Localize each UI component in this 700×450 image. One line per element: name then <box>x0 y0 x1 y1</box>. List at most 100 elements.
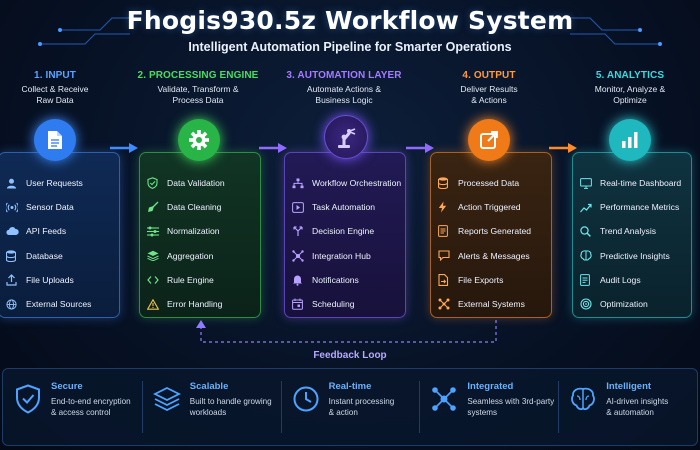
list-item: Processed Data <box>431 171 551 195</box>
warning-icon <box>147 298 167 310</box>
network-icon <box>438 298 458 310</box>
stage-output-header: 4. OUTPUT Deliver Results & Actions <box>419 70 559 105</box>
bar-chart-icon <box>609 119 651 161</box>
list-item: API Feeds <box>0 219 119 243</box>
stage-desc-line1: Collect & Receive <box>21 84 89 94</box>
stage-title: 5. ANALYTICS <box>595 70 665 81</box>
stage-desc-line1: Validate, Transform & <box>157 84 239 94</box>
file-export-icon <box>438 273 458 286</box>
export-icon <box>468 119 510 161</box>
stage-processing-card: Data Validation Data Cleaning Normalizat… <box>139 152 261 318</box>
stage-analytics-header: 5. ANALYTICS Monitor, Analyze & Optimize <box>560 70 700 105</box>
list-item: Task Automation <box>285 195 405 219</box>
monitor-icon <box>580 177 600 189</box>
stage-desc-line2: Business Logic <box>315 94 373 105</box>
database-icon <box>6 250 26 262</box>
list-item: Rule Engine <box>140 268 260 292</box>
stage-input-header: 1. INPUT Collect & Receive Raw Data <box>0 70 125 105</box>
feedback-loop-arrow <box>196 320 497 343</box>
list-item: Performance Metrics <box>573 195 691 219</box>
list-item: Workflow Orchestration <box>285 171 405 195</box>
list-item: Sensor Data <box>0 195 119 219</box>
list-item: Predictive Insights <box>573 244 691 268</box>
feature-desc: Seamless with 3rd-party <box>467 397 555 406</box>
feature-desc: & access control <box>51 407 111 417</box>
list-item: Normalization <box>140 219 260 243</box>
page-title: Fhogis930.5z Workflow System <box>126 6 574 35</box>
stage-desc-line1: Deliver Results <box>460 84 518 94</box>
stage-title: 4. OUTPUT <box>462 70 516 81</box>
list-item: Database <box>0 244 119 268</box>
feature-intelligent: Intelligent AI-driven insights & automat… <box>558 369 697 445</box>
feature-desc: workloads <box>189 407 227 417</box>
shield-check-icon <box>147 177 167 190</box>
list-item: External Systems <box>431 292 551 316</box>
chat-icon <box>438 250 458 262</box>
layers-icon <box>147 250 167 262</box>
broom-icon <box>147 201 167 213</box>
list-item: File Uploads <box>0 268 119 292</box>
stack-icon <box>150 381 184 417</box>
calendar-icon <box>292 298 312 310</box>
database-icon <box>438 177 458 190</box>
stage-title: 3. AUTOMATION LAYER <box>286 70 402 81</box>
list-item: Scheduling <box>285 292 405 316</box>
target-icon <box>580 298 600 310</box>
hierarchy-icon <box>292 178 312 189</box>
list-item: Real-time Dashboard <box>573 171 691 195</box>
signal-icon <box>6 202 26 213</box>
list-item: Error Handling <box>140 292 260 316</box>
brain-icon <box>566 381 600 417</box>
list-item: Integration Hub <box>285 244 405 268</box>
code-icon <box>147 275 167 285</box>
stage-automation-card: Workflow Orchestration Task Automation D… <box>284 152 406 318</box>
user-icon <box>6 178 26 189</box>
feature-desc: AI-driven insights <box>606 397 669 406</box>
feature-realtime: Real-time Instant processing & action <box>280 369 420 445</box>
robot-arm-icon <box>324 115 368 159</box>
flow-arrow <box>110 143 138 153</box>
list-item: Reports Generated <box>431 219 551 243</box>
upload-icon <box>6 273 26 286</box>
feature-bar: Secure End-to-end encryption & access co… <box>2 368 698 446</box>
shield-lock-icon <box>11 381 45 417</box>
page-subtitle: Intelligent Automation Pipeline for Smar… <box>188 40 512 54</box>
sliders-icon <box>147 226 167 237</box>
hub-icon <box>292 249 312 262</box>
list-item: Action Triggered <box>431 195 551 219</box>
report-icon <box>438 225 458 238</box>
network-icon <box>427 381 461 417</box>
feature-title: Integrated <box>467 381 514 392</box>
list-item: Alerts & Messages <box>431 244 551 268</box>
feature-desc: & automation <box>606 407 654 417</box>
stage-desc-line2: Raw Data <box>36 94 74 105</box>
feature-desc: systems <box>467 407 498 417</box>
list-item: Trend Analysis <box>573 219 691 243</box>
feature-desc: End-to-end encryption <box>51 397 131 406</box>
flow-arrow <box>406 143 434 153</box>
feature-integrated: Integrated Seamless with 3rd-party syste… <box>419 369 558 445</box>
feature-scalable: Scalable Built to handle growing workloa… <box>141 369 281 445</box>
stage-input-card: User Requests Sensor Data API Feeds Data… <box>0 152 120 318</box>
clock-icon <box>289 381 323 417</box>
stage-automation-header: 3. AUTOMATION LAYER Automate Actions & B… <box>274 70 414 105</box>
trend-icon <box>580 202 600 213</box>
stage-analytics-card: Real-time Dashboard Performance Metrics … <box>572 152 692 318</box>
stage-processing-header: 2. PROCESSING ENGINE Validate, Transform… <box>128 70 268 105</box>
stage-output-card: Processed Data Action Triggered Reports … <box>430 152 552 318</box>
list-item: Notifications <box>285 268 405 292</box>
feature-secure: Secure End-to-end encryption & access co… <box>3 369 142 445</box>
flow-arrow <box>549 143 577 153</box>
stage-title: 2. PROCESSING ENGINE <box>137 70 259 81</box>
search-icon <box>580 226 600 237</box>
bell-icon <box>292 274 312 286</box>
feature-desc: Built to handle growing <box>189 397 272 406</box>
stage-desc-line1: Monitor, Analyze & <box>594 84 666 94</box>
document-icon <box>34 119 76 161</box>
stage-desc-line2: Process Data <box>172 94 224 105</box>
brain-icon <box>580 250 600 261</box>
stage-desc-line2: Optimize <box>613 94 647 105</box>
play-icon <box>292 201 312 213</box>
split-icon <box>292 225 312 237</box>
gear-icon <box>178 119 220 161</box>
